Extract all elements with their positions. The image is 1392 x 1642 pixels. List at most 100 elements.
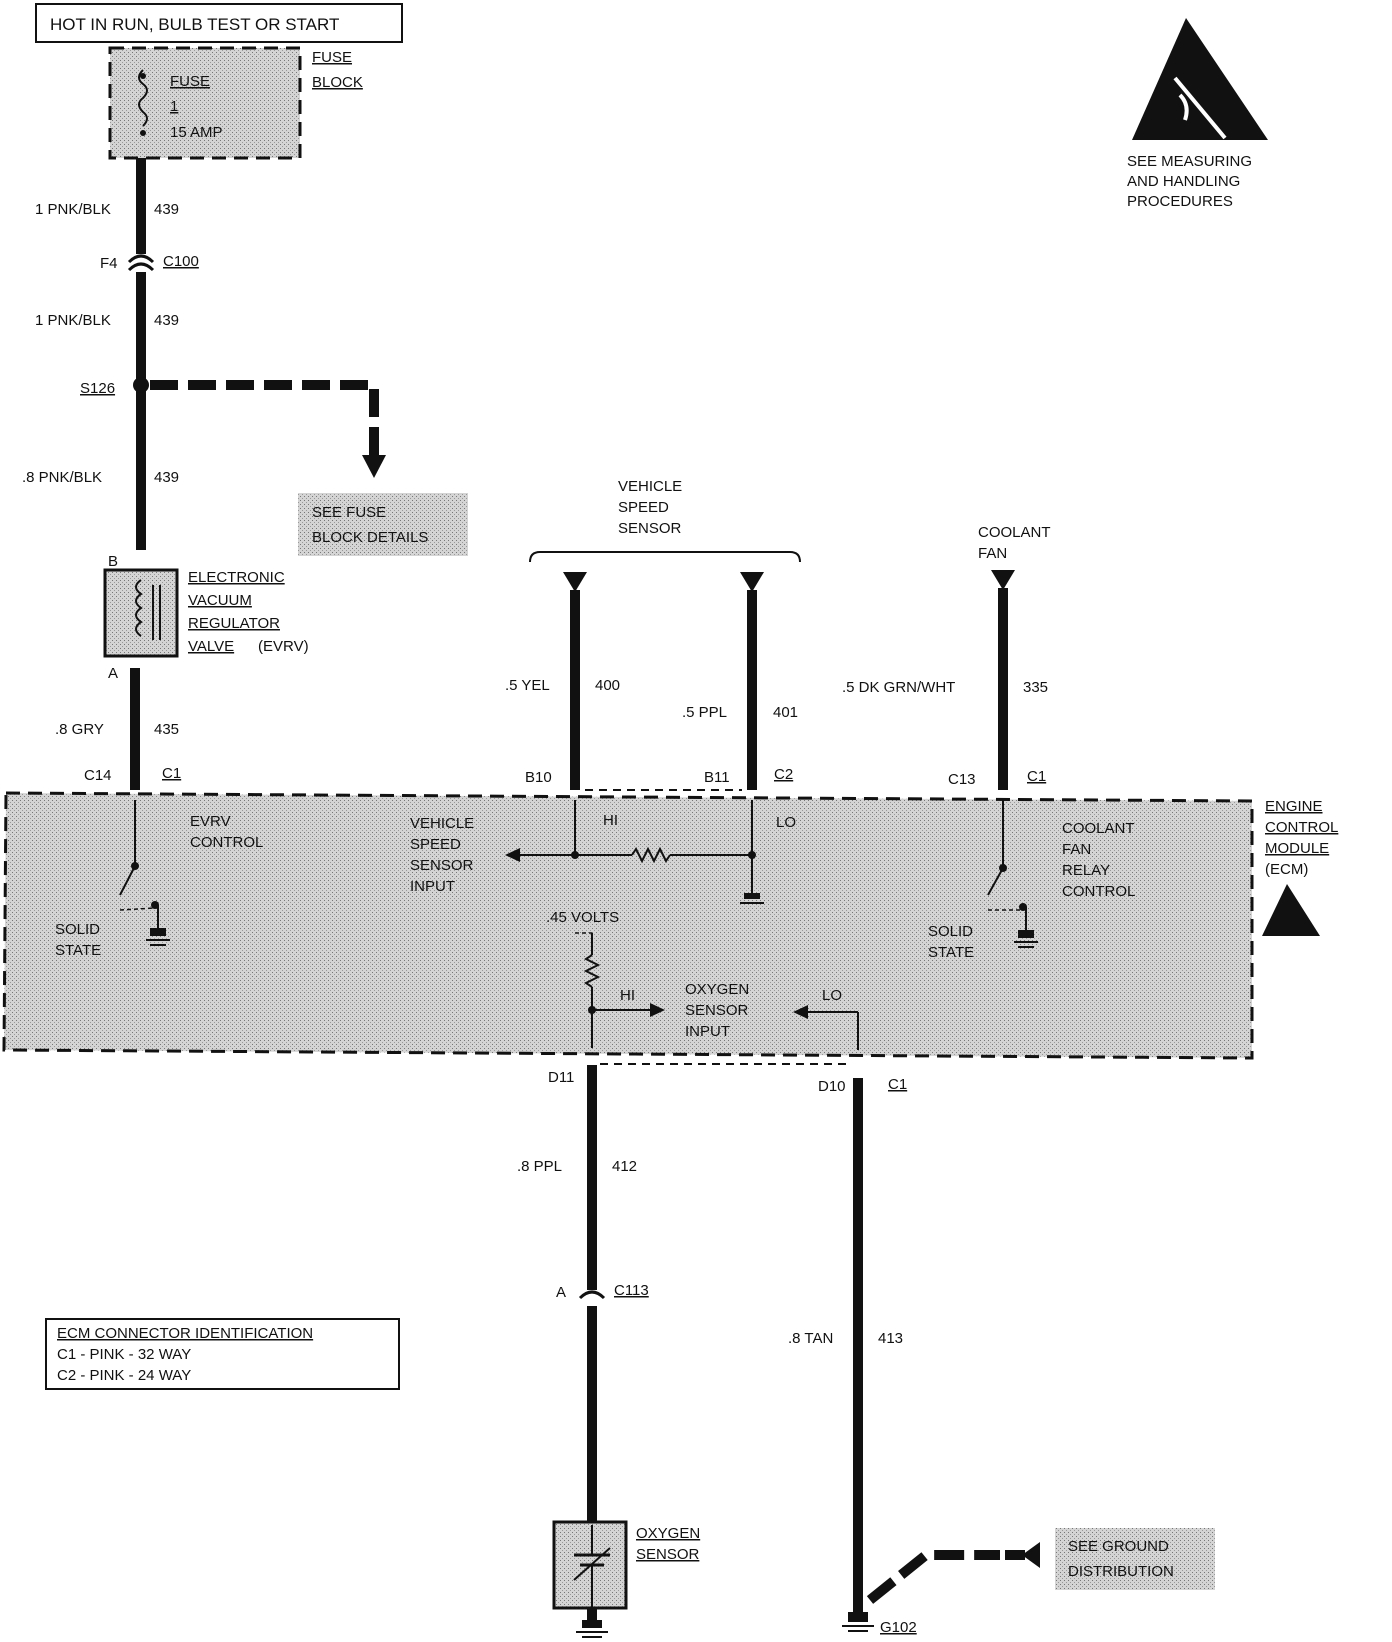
- ecm-label-2: CONTROL: [1265, 819, 1338, 836]
- reference-voltage-label: .45 VOLTS: [546, 909, 619, 926]
- fuse-icon: [138, 69, 148, 127]
- see-fuse-block-details: SEE FUSE BLOCK DETAILS: [298, 493, 468, 556]
- connector-c113-icon: [578, 1290, 606, 1300]
- evrv-label-5: (EVRV): [258, 638, 309, 655]
- ecm-label-4: (ECM): [1265, 861, 1308, 878]
- vehicle-speed-sensor: VEHICLE SPEED SENSOR .5 YEL 400 .5 PPL 4…: [505, 478, 801, 791]
- connector-id-line-2: C2 - PINK - 24 WAY: [57, 1367, 191, 1384]
- coolant-fan: COOLANT FAN .5 DK GRN/WHT 335 C13 C1: [842, 524, 1051, 790]
- pin-c14-label: C14: [84, 767, 112, 784]
- vss-input-label-3: SENSOR: [410, 857, 474, 874]
- arrow-left-icon: [1022, 1542, 1040, 1568]
- hi-label: HI: [620, 987, 635, 1004]
- evrv-pin-b: B: [108, 553, 118, 570]
- evrv-label-2: VACUUM: [188, 592, 252, 609]
- wire-circuit-label: 401: [773, 704, 798, 721]
- resistor-icon: [631, 846, 671, 864]
- solid-state-label-1: SOLID: [55, 921, 100, 938]
- pin-d11-label: D11: [548, 1069, 574, 1086]
- pin-c13-label: C13: [948, 771, 976, 788]
- ecm-module: ENGINE CONTROL MODULE (ECM) EVRV CONTROL…: [2, 791, 1338, 1060]
- hi-label: HI: [603, 812, 618, 829]
- evrv-label-3: REGULATOR: [188, 615, 280, 632]
- fan-control-label-4: CONTROL: [1062, 883, 1135, 900]
- see-ground-line-2: DISTRIBUTION: [1068, 1563, 1174, 1580]
- ground-g102-label: G102: [880, 1619, 917, 1636]
- wire-circuit-label: 335: [1023, 679, 1048, 696]
- connector-id-line-1: C1 - PINK - 32 WAY: [57, 1346, 191, 1363]
- solid-state-label-2: STATE: [55, 942, 101, 959]
- vss-label-2: SPEED: [618, 499, 669, 516]
- pin-b10-label: B10: [525, 769, 552, 786]
- vss-input-label-4: INPUT: [410, 878, 455, 895]
- esd-notice: SEE MEASURING AND HANDLING PROCEDURES: [1127, 18, 1268, 210]
- arrow-right-icon: [650, 1003, 665, 1017]
- connector-terminal-icon: [991, 570, 1015, 590]
- fan-control-label-3: RELAY: [1062, 862, 1110, 879]
- o2-input-label-1: OXYGEN: [685, 981, 749, 998]
- connector-c1-label: C1: [162, 765, 181, 782]
- wire-gauge-label: .8 PPL: [517, 1158, 562, 1175]
- esd-notice-line-1: SEE MEASURING: [1127, 153, 1252, 170]
- solid-state-label-2: STATE: [928, 944, 974, 961]
- ground-icon: [744, 893, 760, 899]
- fuse-rating: 15 AMP: [170, 124, 223, 141]
- arrow-left-icon: [505, 848, 520, 862]
- o2-input-label-2: SENSOR: [685, 1002, 749, 1019]
- solid-state-label-1: SOLID: [928, 923, 973, 940]
- ground-icon: [1018, 930, 1034, 938]
- vss-label-1: VEHICLE: [618, 478, 682, 495]
- evrv-control-label-1: EVRV: [190, 813, 231, 830]
- power-source-label: HOT IN RUN, BULB TEST OR START: [50, 15, 339, 34]
- ecm-label-1: ENGINE: [1265, 798, 1323, 815]
- evrv-label-1: ELECTRONIC: [188, 569, 285, 586]
- ground-icon: [582, 1620, 602, 1628]
- fan-control-label-2: FAN: [1062, 841, 1091, 858]
- wire-gauge-label: .5 DK GRN/WHT: [842, 679, 955, 696]
- connector-terminal-icon: [740, 572, 764, 592]
- connector-id-title: ECM CONNECTOR IDENTIFICATION: [57, 1325, 313, 1342]
- ecm-label-3: MODULE: [1265, 840, 1329, 857]
- evrv-pin-a: A: [108, 665, 118, 682]
- wire-gauge-label: 1 PNK/BLK: [35, 201, 111, 218]
- connector-terminal-icon: [563, 572, 587, 592]
- wire-gauge-label: 1 PNK/BLK: [35, 312, 111, 329]
- oxygen-sensor-label-1: OXYGEN: [636, 1525, 700, 1542]
- wire-413: D10 C1 .8 TAN 413 G102: [788, 1076, 1040, 1636]
- evrv-label-4: VALVE: [188, 638, 234, 655]
- connector-c100-icon: [127, 254, 155, 264]
- wire-circuit-label: 413: [878, 1330, 903, 1347]
- switch-icon: [987, 867, 1004, 896]
- wire-circuit-label: 439: [154, 312, 179, 329]
- oxygen-sensor-label-2: SENSOR: [636, 1546, 700, 1563]
- evrv-component: B A ELECTRONIC VACUUM REGULATOR VALVE (E…: [103, 553, 309, 682]
- arrow-left-icon: [793, 1005, 808, 1019]
- wire-circuit-label: 435: [154, 721, 179, 738]
- c113-pin-label: A: [556, 1284, 566, 1301]
- lo-label: LO: [776, 814, 796, 831]
- switch-icon: [119, 865, 136, 896]
- vss-bracket: [529, 551, 801, 563]
- pin-d10-label: D10: [818, 1078, 846, 1095]
- o2-input-label-3: INPUT: [685, 1023, 730, 1040]
- see-fuse-line-2: BLOCK DETAILS: [312, 529, 428, 546]
- wire-circuit-label: 439: [154, 201, 179, 218]
- see-ground-line-1: SEE GROUND: [1068, 1538, 1169, 1555]
- power-source-box: HOT IN RUN, BULB TEST OR START: [35, 3, 403, 43]
- coolant-fan-label-1: COOLANT: [978, 524, 1051, 541]
- wire-gauge-label: .5 PPL: [682, 704, 727, 721]
- wire-412: D11 .8 PPL 412 A C113: [517, 1063, 850, 1525]
- wire-circuit-label: 412: [612, 1158, 637, 1175]
- esd-notice-line-2: AND HANDLING: [1127, 173, 1240, 190]
- connector-c2-label: C2: [774, 766, 793, 783]
- lo-label: LO: [822, 987, 842, 1004]
- fuse-block: FUSE 1 15 AMP FUSE BLOCK: [108, 46, 363, 160]
- fuse-number: 1: [170, 98, 178, 115]
- wire-gauge-label: .8 GRY: [55, 721, 104, 738]
- wire-435: .8 GRY 435 C14 C1: [55, 668, 181, 790]
- splice-s126-icon: [133, 377, 149, 393]
- fuse-block-label-1: FUSE: [312, 49, 352, 66]
- ground-icon: [848, 1612, 868, 1622]
- esd-warning-icon: [1262, 884, 1320, 936]
